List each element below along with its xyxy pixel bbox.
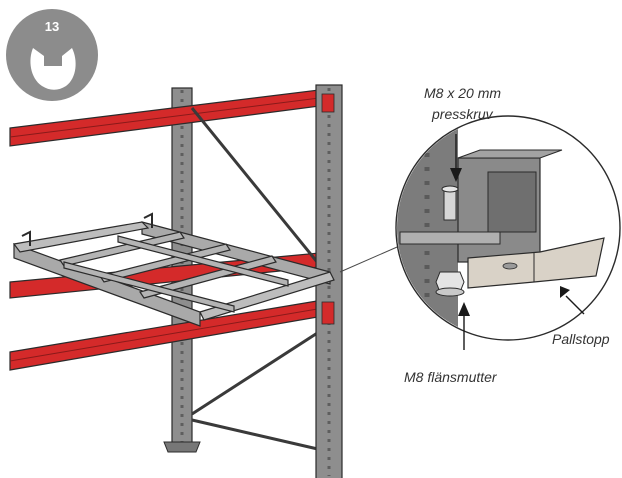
stop-label: Pallstopp (552, 331, 610, 347)
step-badge-circle (6, 9, 98, 101)
stop-arrow (560, 286, 585, 315)
callout-leader (339, 243, 405, 273)
screw-label-line1: M8 x 20 mm (424, 85, 501, 101)
step-badge: 13 (6, 9, 98, 101)
nut-arrow (458, 302, 470, 350)
flange-nut-part (435, 271, 465, 297)
screw-label-line2: presskruv (431, 106, 494, 122)
pallet-stop-part (467, 237, 605, 289)
step-number: 13 (45, 19, 59, 34)
frame-bracing (190, 107, 324, 452)
screw-part (441, 185, 459, 221)
pull-out-shelf (12, 212, 335, 327)
detail-callout (339, 115, 621, 350)
wrench-icon (30, 48, 76, 90)
nut-label: M8 flänsmutter (404, 369, 498, 385)
screw-arrow (450, 134, 462, 182)
